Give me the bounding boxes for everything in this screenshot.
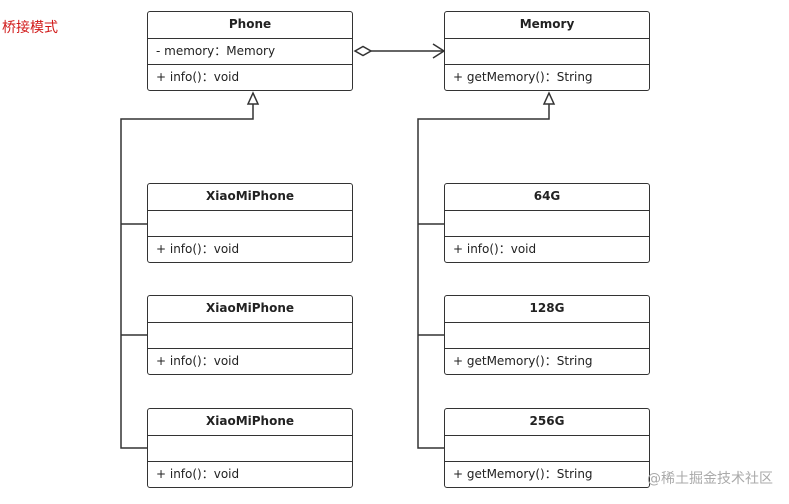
class-256g[interactable]: 256G + getMemory()：String	[444, 408, 650, 488]
class-attribute	[148, 210, 352, 236]
class-method: + info()：void	[148, 461, 352, 486]
class-attribute	[445, 210, 649, 236]
class-64g[interactable]: 64G + info()：void	[444, 183, 650, 263]
class-method: + info()：void	[148, 64, 352, 89]
class-name: XiaoMiPhone	[205, 414, 295, 428]
class-name: XiaoMiPhone	[205, 189, 295, 203]
class-128g[interactable]: 128G + getMemory()：String	[444, 295, 650, 375]
class-xiaomiphone-2[interactable]: XiaoMiPhone + info()：void	[147, 295, 353, 375]
page-title: 桥接模式	[2, 20, 58, 36]
class-phone[interactable]: Phone - memory：Memory + info()：void	[147, 11, 353, 91]
class-method: + info()：void	[445, 236, 649, 261]
aggregation-diamond	[353, 45, 373, 57]
class-xiaomiphone-1[interactable]: XiaoMiPhone + info()：void	[147, 183, 353, 263]
class-name: 128G	[529, 301, 565, 315]
class-name: Phone	[228, 17, 272, 31]
generalization-arrowhead	[542, 91, 556, 105]
class-name: Memory	[519, 17, 575, 31]
class-method: + getMemory()：String	[445, 348, 649, 373]
class-attribute	[445, 38, 649, 64]
inheritance-phone	[120, 91, 260, 449]
watermark: @稀土掘金技术社区	[647, 471, 773, 487]
generalization-arrowhead	[246, 91, 260, 105]
class-xiaomiphone-3[interactable]: XiaoMiPhone + info()：void	[147, 408, 353, 488]
class-attribute: - memory：Memory	[148, 38, 352, 64]
aggregation-phone-memory	[353, 43, 446, 59]
class-method: + getMemory()：String	[445, 64, 649, 89]
class-attribute	[148, 322, 352, 348]
class-method: + info()：void	[148, 236, 352, 261]
class-name: 256G	[529, 414, 565, 428]
class-name: XiaoMiPhone	[205, 301, 295, 315]
class-attribute	[445, 322, 649, 348]
class-name: 64G	[533, 189, 561, 203]
class-method: + getMemory()：String	[445, 461, 649, 486]
class-method: + info()：void	[148, 348, 352, 373]
class-memory[interactable]: Memory + getMemory()：String	[444, 11, 650, 91]
inheritance-memory	[417, 91, 556, 449]
class-attribute	[445, 435, 649, 461]
class-attribute	[148, 435, 352, 461]
